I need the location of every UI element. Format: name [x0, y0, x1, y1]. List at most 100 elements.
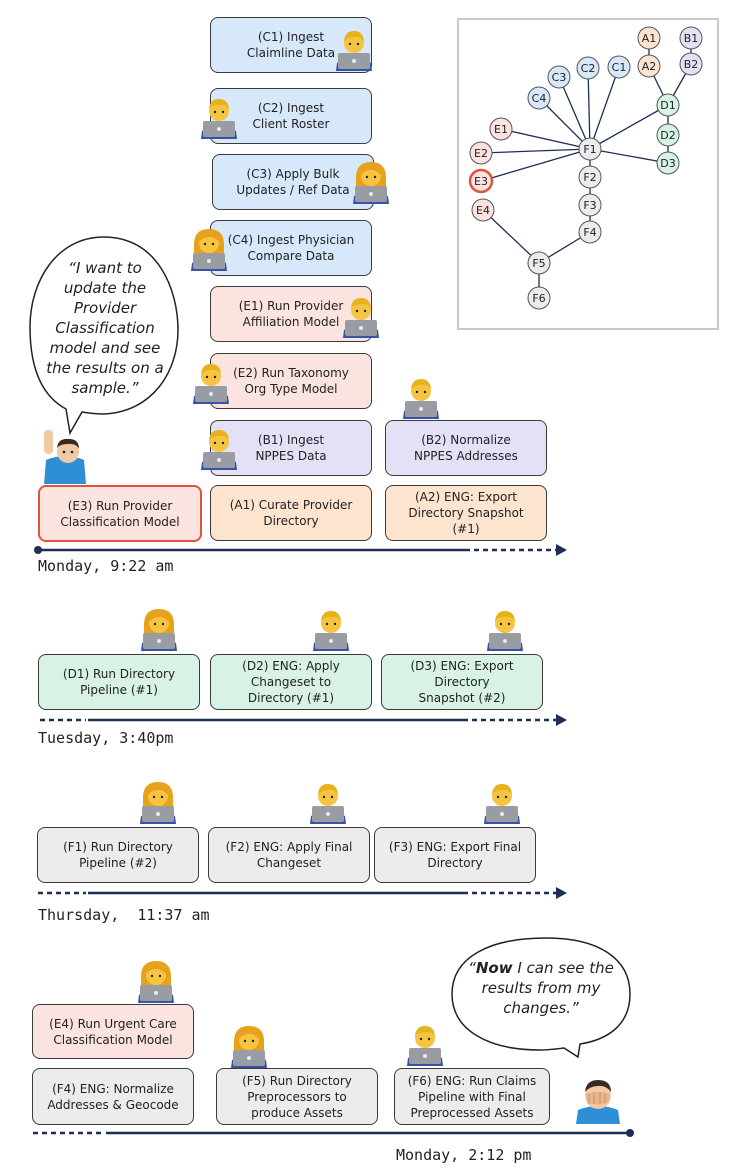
task-d2-label: (D2) ENG: Apply Changeset to Directory (… [242, 659, 340, 705]
task-d3: (D3) ENG: Export Directory Snapshot (#2) [381, 654, 543, 710]
task-f6-label: (F6) ENG: Run Claims Pipeline with Final… [407, 1073, 537, 1120]
graph-node-label: E4 [476, 204, 490, 217]
developer-laptop-icon [141, 609, 177, 651]
timeline-arrowhead [556, 544, 567, 556]
graph-node-label: F3 [583, 199, 596, 212]
timeline-arrowhead [556, 714, 567, 726]
graph-node-label: C1 [612, 61, 627, 74]
developer-laptop-icon [407, 1026, 443, 1066]
task-f4: (F4) ENG: Normalize Addresses & Geocode [32, 1068, 194, 1125]
task-f1-label: (F1) Run Directory Pipeline (#2) [63, 840, 173, 870]
user-facepalm-icon [576, 1080, 620, 1124]
graph-node-label: D1 [660, 99, 675, 112]
task-f2-label: (F2) ENG: Apply Final Changeset [225, 840, 353, 870]
task-f3-label: (F3) ENG: Export Final Directory [388, 840, 522, 870]
graph-node-label: F6 [532, 292, 545, 305]
task-c1-label: (C1) Ingest Claimline Data [246, 30, 336, 60]
graph-edge-d3-f1 [589, 148, 669, 164]
graph-node-e4: E4 [471, 198, 495, 222]
graph-edge-e3-f1 [480, 148, 591, 182]
graph-node-a2: A2 [637, 54, 661, 78]
graph-node-e2: E2 [469, 141, 493, 165]
task-f6: (F6) ENG: Run Claims Pipeline with Final… [394, 1068, 550, 1125]
graph-edge-c3-f1 [558, 76, 591, 150]
task-a2: (A2) ENG: Export Directory Snapshot (#1) [385, 485, 547, 541]
task-e2-label: (E2) Run Taxonomy Org Type Model [233, 366, 349, 396]
graph-edge-e4-f5 [482, 209, 540, 264]
timeline-label: Thursday, 11:37 am [38, 906, 210, 924]
graph-node-label: E2 [474, 147, 488, 160]
graph-node-label: F5 [532, 257, 545, 270]
graph-node-label: C3 [552, 71, 567, 84]
graph-node-c2: C2 [576, 56, 600, 80]
developer-laptop-icon [353, 162, 389, 204]
developer-laptop-icon [487, 611, 523, 651]
task-c3: (C3) Apply Bulk Updates / Ref Data [212, 154, 374, 210]
developer-laptop-icon [140, 782, 176, 824]
quote-end: “Now I can see the results from my chang… [468, 958, 614, 1018]
graph-node-label: A2 [642, 60, 657, 73]
timeline-label: Monday, 9:22 am [38, 557, 174, 575]
task-e1-label: (E1) Run Provider Affiliation Model [238, 299, 344, 329]
graph-edge-c4-f1 [538, 97, 591, 150]
graph-node-label: D3 [660, 157, 675, 170]
developer-laptop-icon [201, 430, 237, 470]
timeline-label: Monday, 2:12 pm [396, 1146, 532, 1164]
task-c4: (C4) Ingest Physician Compare Data [210, 220, 372, 276]
graph-node-label: F4 [583, 226, 596, 239]
task-b2: (B2) Normalize NPPES Addresses [385, 420, 547, 476]
task-f2: (F2) ENG: Apply Final Changeset [208, 827, 370, 883]
developer-laptop-icon [343, 298, 379, 338]
task-e2: (E2) Run Taxonomy Org Type Model [210, 353, 372, 409]
task-d1-label: (D1) Run Directory Pipeline (#1) [62, 667, 176, 697]
graph-node-c3: C3 [547, 65, 571, 89]
task-e4: (E4) Run Urgent Care Classification Mode… [32, 1004, 194, 1059]
graph-node-label: F2 [583, 171, 596, 184]
task-c2: (C2) Ingest Client Roster [210, 88, 372, 144]
task-f3: (F3) ENG: Export Final Directory [374, 827, 536, 883]
graph-node-d3: D3 [656, 151, 680, 175]
speech-bubble-end [451, 937, 631, 1059]
graph-node-b2: B2 [679, 52, 703, 76]
task-f5: (F5) Run Directory Preprocessors to prod… [216, 1068, 378, 1125]
graph-node-f6: F6 [527, 286, 551, 310]
task-e3: (E3) Run Provider Classification Model [38, 485, 202, 542]
task-b1-label: (B1) Ingest NPPES Data [255, 433, 327, 463]
task-a1-label: (A1) Curate Provider Directory [229, 498, 353, 528]
graph-edge-d1-f1 [589, 104, 669, 150]
quote-end-emphasis: Now [475, 959, 513, 977]
developer-laptop-icon [231, 1026, 267, 1068]
graph-node-e1: E1 [489, 117, 513, 141]
developer-laptop-icon [310, 784, 346, 824]
graph-node-b1: B1 [679, 26, 703, 50]
graph-node-f1: F1 [578, 137, 602, 161]
developer-laptop-icon [191, 229, 227, 271]
task-e4-label: (E4) Run Urgent Care Classification Mode… [49, 1016, 177, 1047]
task-c4-label: (C4) Ingest Physician Compare Data [227, 233, 355, 263]
task-d1: (D1) Run Directory Pipeline (#1) [38, 654, 200, 710]
graph-node-d2: D2 [656, 123, 680, 147]
user-raising-hand-icon [44, 430, 86, 484]
graph-edge-c1-f1 [589, 66, 620, 150]
task-d3-label: (D3) ENG: Export Directory Snapshot (#2) [410, 659, 514, 705]
graph-node-label: E3 [474, 175, 488, 188]
task-f5-label: (F5) Run Directory Preprocessors to prod… [242, 1073, 352, 1120]
graph-edge-c2-f1 [587, 67, 591, 150]
timeline-arrowhead [556, 887, 567, 899]
graph-node-label: B1 [684, 32, 699, 45]
timeline-end-dot [626, 1129, 634, 1137]
task-b1: (B1) Ingest NPPES Data [210, 420, 372, 476]
developer-laptop-icon [313, 611, 349, 651]
timeline-label: Tuesday, 3:40pm [38, 729, 174, 747]
graph-node-e3: E3 [468, 168, 494, 194]
graph-node-label: E1 [494, 123, 508, 136]
task-a1: (A1) Curate Provider Directory [210, 485, 372, 541]
graph-node-label: C4 [532, 92, 547, 105]
developer-laptop-icon [201, 99, 237, 139]
graph-node-label: A1 [642, 32, 657, 45]
graph-node-c4: C4 [527, 86, 551, 110]
graph-node-f4: F4 [578, 220, 602, 244]
developer-laptop-icon [193, 364, 229, 404]
developer-laptop-icon [403, 379, 439, 419]
